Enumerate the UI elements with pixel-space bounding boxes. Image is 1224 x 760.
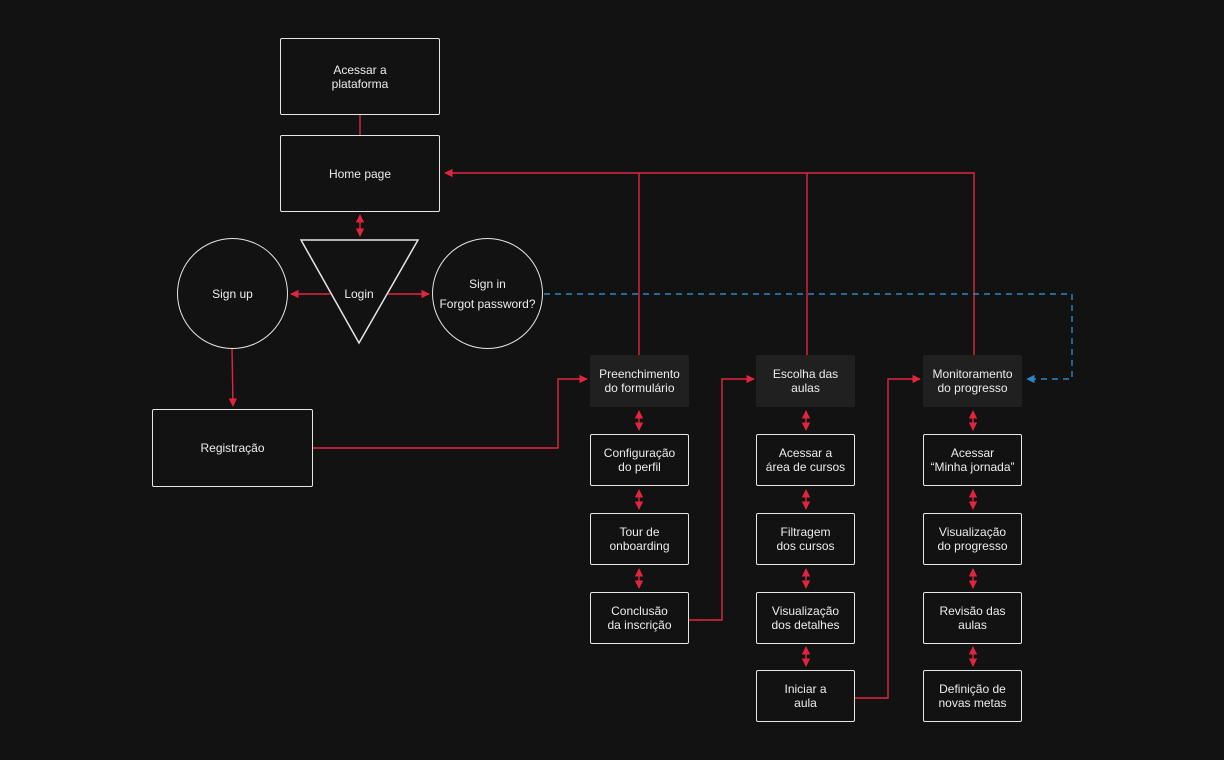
node-definicao-metas: Definição de novas metas	[923, 670, 1022, 722]
node-acessar-plataforma: Acessar a plataforma	[280, 38, 440, 115]
node-label: Revisão das aulas	[939, 604, 1006, 632]
node-visualizacao-detalhes: Visualização dos detalhes	[756, 592, 855, 644]
node-label: Sign up	[212, 286, 253, 301]
node-login: Login	[320, 280, 398, 308]
node-visualizacao-progresso: Visualização do progresso	[923, 513, 1022, 565]
node-iniciar-aula: Iniciar a aula	[756, 670, 855, 722]
node-label: Login	[344, 287, 374, 301]
node-label: Registração	[200, 441, 265, 455]
node-label: Conclusão da inscrição	[607, 604, 672, 632]
node-label: Preenchimento do formulário	[599, 367, 680, 395]
arrow-signup-registracao	[228, 347, 238, 407]
node-conclusao: Conclusão da inscrição	[590, 592, 689, 644]
node-minha-jornada: Acessar “Minha jornada”	[923, 434, 1022, 486]
node-label: Home page	[328, 166, 392, 181]
node-home-page: Home page	[280, 135, 440, 212]
node-monitoramento: Monitoramento do progresso	[923, 355, 1022, 407]
node-registracao: Registração	[152, 409, 313, 487]
arrow-registracao-preenchimento	[313, 374, 588, 449]
node-label: Visualização do progresso	[937, 525, 1008, 553]
arrow-conclusao-escolha	[689, 374, 755, 621]
dashed-forgot-to-monitoramento	[544, 293, 1073, 384]
arrow-iniciar-monitoramento	[855, 374, 921, 699]
node-label: Filtragem dos cursos	[776, 525, 835, 553]
node-label: Definição de novas metas	[938, 682, 1007, 710]
node-label: Acessar a área de cursos	[765, 446, 846, 474]
node-label: Configuração do perfil	[603, 446, 676, 474]
node-label: Escolha das aulas	[772, 367, 839, 395]
node-label: Acessar “Minha jornada”	[930, 446, 1015, 474]
node-label: Acessar a plataforma	[331, 62, 389, 91]
node-label: Tour de onboarding	[609, 525, 670, 553]
node-label: Monitoramento do progresso	[932, 367, 1013, 395]
node-filtragem: Filtragem dos cursos	[756, 513, 855, 565]
sign-in-label: Sign in	[469, 276, 506, 291]
node-tour: Tour de onboarding	[590, 513, 689, 565]
node-label: Iniciar a aula	[784, 682, 827, 710]
node-sign-in: Sign in Forgot password?	[432, 238, 543, 349]
node-sign-up: Sign up	[177, 238, 288, 349]
node-acessar-cursos: Acessar a área de cursos	[756, 434, 855, 486]
node-escolha: Escolha das aulas	[756, 355, 855, 407]
node-configuracao: Configuração do perfil	[590, 434, 689, 486]
node-label: Visualização dos detalhes	[771, 604, 840, 632]
node-preenchimento: Preenchimento do formulário	[590, 355, 689, 407]
node-revisao-aulas: Revisão das aulas	[923, 592, 1022, 644]
login-triangle-shape	[299, 239, 420, 345]
forgot-password-label: Forgot password?	[439, 296, 536, 311]
